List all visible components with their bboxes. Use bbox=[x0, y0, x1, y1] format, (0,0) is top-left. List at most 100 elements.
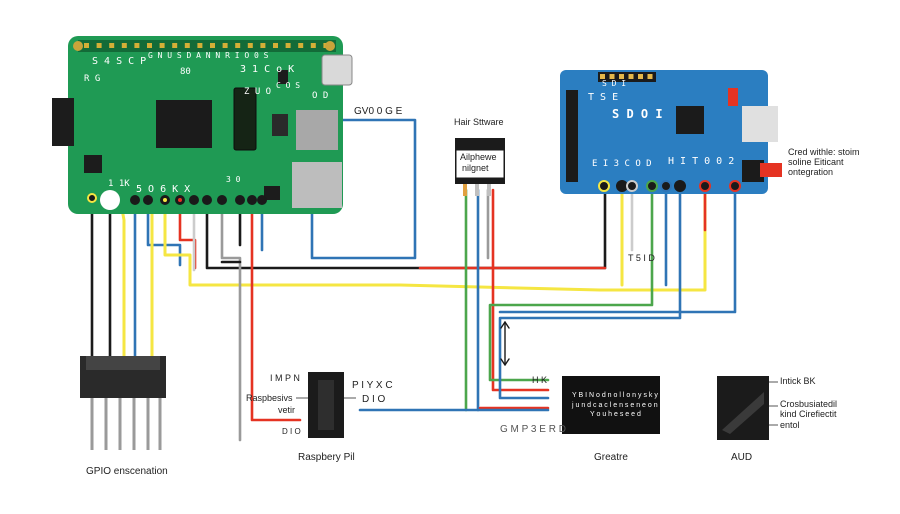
aud-note-3: kind Cirefiectit bbox=[780, 409, 837, 419]
arduino-pcb bbox=[560, 70, 768, 194]
breadboard-label: GPIO enscenation bbox=[86, 466, 168, 477]
pi-header-pin bbox=[260, 43, 266, 48]
pi-usb-port-2 bbox=[292, 162, 342, 208]
aud-note-4: entol bbox=[780, 420, 800, 430]
pi-silk-11k: 1 1K bbox=[108, 179, 130, 189]
pi-small-chip-2 bbox=[278, 70, 288, 84]
ic-label-impn: I M P N bbox=[270, 373, 300, 383]
header-leg bbox=[158, 398, 162, 450]
middle-label-hk: H K bbox=[532, 375, 548, 385]
pi-mounting-hole bbox=[100, 190, 120, 210]
sensor-face bbox=[455, 149, 505, 179]
pi-silk-zuo: Z U O bbox=[244, 87, 272, 97]
pi-small-chip bbox=[272, 114, 288, 136]
pi-silk-rg: R G bbox=[84, 74, 101, 84]
arduino-note-3: ontegration bbox=[788, 167, 834, 177]
pi-ram-chip bbox=[233, 87, 257, 151]
pi-header-pin bbox=[159, 43, 165, 48]
display-line-1: Y B I N o d n o l l o n y s k y bbox=[572, 392, 658, 399]
arduino-red-tab bbox=[760, 163, 782, 177]
ic-label-dio-right: D I O bbox=[362, 394, 386, 405]
aud-note-1: Intick BK bbox=[780, 376, 816, 386]
ic-caption: Raspbery Pil bbox=[298, 452, 355, 463]
display-line-3: Y o u h e s e e d bbox=[590, 411, 641, 418]
pi-bottom-pins bbox=[130, 195, 267, 205]
pi-silk-30: 3 0 bbox=[226, 175, 241, 184]
pi-header-pin bbox=[235, 43, 241, 48]
arduino-header-pin bbox=[600, 74, 605, 79]
ic-label-piyxc: P I Y X C bbox=[352, 380, 393, 391]
pi-header-pin bbox=[109, 43, 115, 48]
arduino-pin bbox=[729, 180, 741, 192]
wire-blue-b bbox=[498, 184, 682, 400]
pi-header-pin bbox=[184, 43, 190, 48]
arduino-silk-row: E I 3 C O D bbox=[592, 159, 652, 169]
gpio-header-block bbox=[80, 356, 166, 450]
arduino-header-pin bbox=[619, 74, 624, 79]
arduino-red-led bbox=[728, 88, 738, 106]
pi-gpio-pin bbox=[257, 195, 267, 205]
pi-silk-506: 5 O 6 K X bbox=[136, 184, 191, 195]
arduino-header-strip bbox=[598, 72, 656, 82]
display-line-2: j u n d c a c l e n s e n e o n bbox=[572, 402, 658, 409]
arduino-header-pin bbox=[609, 74, 615, 79]
arduino-tag: T 5 I D bbox=[628, 253, 655, 263]
pi-usb-port bbox=[321, 54, 353, 86]
wire-arrow-head-bot bbox=[500, 358, 510, 366]
pi-gpio-pin bbox=[143, 195, 153, 205]
wire-blue-3 bbox=[220, 198, 242, 442]
arduino-top-header bbox=[598, 72, 656, 82]
wire-red-2 bbox=[250, 198, 302, 422]
arduino-silk-tse: T S E bbox=[588, 92, 619, 103]
pi-header-pin bbox=[121, 43, 127, 48]
aud-caption: AUD bbox=[731, 452, 753, 463]
pi-left-connector bbox=[52, 98, 74, 146]
aud-module bbox=[717, 376, 778, 440]
pi-header-pin bbox=[96, 43, 102, 48]
pi-soc-chip bbox=[156, 100, 212, 148]
pi-header-pin bbox=[134, 43, 140, 48]
arduino-note-2: soline Eiticant bbox=[788, 157, 844, 167]
display-module bbox=[562, 376, 660, 434]
pi-small-chip-3 bbox=[84, 155, 102, 173]
display-body bbox=[562, 376, 660, 434]
pi-header-pin bbox=[310, 43, 316, 48]
arduino-bottom-pins bbox=[598, 180, 741, 192]
header-legs bbox=[90, 398, 162, 450]
sensor-pin-2 bbox=[475, 184, 479, 196]
wire-yellow-1 bbox=[118, 196, 126, 362]
pi-ethernet-port bbox=[296, 110, 338, 150]
pi-silk-cos: C O S bbox=[276, 81, 301, 90]
wires bbox=[90, 118, 737, 442]
ic-label-dio: D I O bbox=[282, 427, 301, 436]
pi-header-pin bbox=[210, 43, 215, 48]
ic-label-vetir: vetir bbox=[278, 405, 296, 415]
wire-blue-c bbox=[498, 184, 737, 314]
pi-header-pin bbox=[197, 43, 203, 48]
arduino-silk-sdoi: S D O I bbox=[612, 107, 663, 121]
wire-black-main bbox=[205, 188, 607, 270]
ic-stripe bbox=[318, 380, 334, 430]
arduino-note-1: Cred withle: stoim bbox=[788, 147, 860, 157]
sensor-title: Hair Sttware bbox=[454, 117, 504, 127]
arduino-header-pin bbox=[647, 74, 653, 79]
pi-header-pin bbox=[172, 43, 178, 48]
wire-red-s bbox=[491, 188, 550, 392]
pi-header-pin bbox=[147, 43, 152, 48]
arduino-pin bbox=[646, 180, 658, 192]
pi-gpio-pin bbox=[217, 195, 227, 205]
pi-gpio-pin bbox=[130, 195, 140, 205]
pi-gpio-pin bbox=[235, 195, 245, 205]
arduino-pin bbox=[616, 180, 628, 192]
arduino-pin bbox=[598, 180, 610, 192]
pi-gpio-pin bbox=[247, 195, 257, 205]
sensor-pin-3 bbox=[487, 184, 491, 196]
arduino-pin bbox=[674, 180, 686, 192]
pi-silk-od: O D bbox=[312, 91, 329, 101]
arduino-left-header bbox=[566, 90, 578, 182]
pi-header-pin bbox=[222, 43, 228, 48]
arduino-right-connector bbox=[742, 160, 764, 182]
pi-corner-hole bbox=[73, 41, 83, 51]
pi-small-chip-4 bbox=[264, 186, 280, 200]
